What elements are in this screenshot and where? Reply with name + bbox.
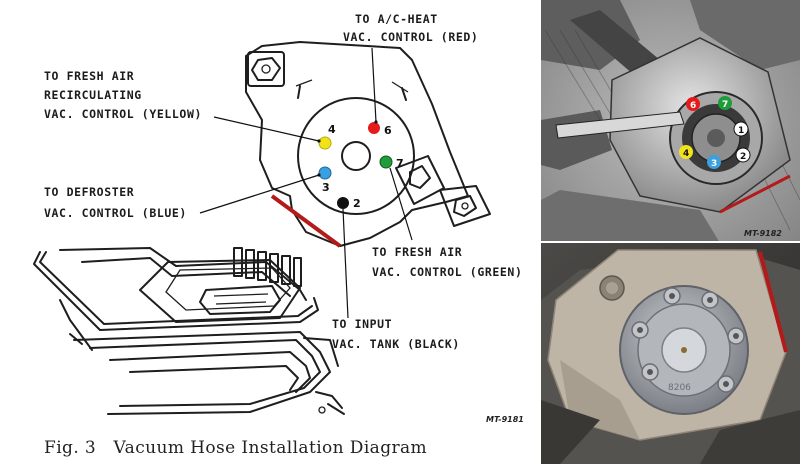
label-fresh-recirc-line1: TO FRESH AIR bbox=[44, 69, 134, 83]
label-defroster-line2: VAC. CONTROL (BLUE) bbox=[44, 206, 187, 220]
photo-figure-code: MT-9182 bbox=[744, 229, 782, 238]
port-number-6: 6 bbox=[384, 124, 392, 137]
label-input-line1: TO INPUT bbox=[332, 317, 392, 331]
red-marker-line bbox=[270, 194, 342, 248]
photo-port-number-6: 6 bbox=[690, 101, 696, 111]
photo-bottom-red-marker bbox=[758, 251, 788, 353]
photo-port-2 bbox=[735, 147, 751, 163]
port-number-7: 7 bbox=[396, 157, 404, 170]
control-assembly-side-view bbox=[33, 247, 345, 415]
label-fresh-recirc-line3: VAC. CONTROL (YELLOW) bbox=[44, 107, 202, 121]
photo-port-number-1: 1 bbox=[738, 126, 744, 136]
photo-port-number-3: 3 bbox=[711, 159, 717, 169]
label-fresh-green-line2: VAC. CONTROL (GREEN) bbox=[372, 265, 522, 279]
port-6-red bbox=[368, 122, 380, 134]
label-defroster-line1: TO DEFROSTER bbox=[44, 185, 134, 199]
photo-port-number-7: 7 bbox=[722, 100, 728, 110]
label-fresh-green-line1: TO FRESH AIR bbox=[372, 245, 462, 259]
diagram-figure-code: MT-9181 bbox=[486, 415, 524, 424]
photo-port-7 bbox=[718, 96, 732, 110]
port-4-yellow bbox=[318, 136, 332, 150]
photo-bottom-stamp: 8206 bbox=[668, 383, 691, 393]
port-number-3: 3 bbox=[322, 181, 330, 194]
photo-bottom-actual: 8206 bbox=[541, 243, 800, 464]
vacuum-diagram: 6 7 4 3 2 TO A/C-HEAT VAC. CONTROL (RED)… bbox=[33, 12, 524, 458]
photo-port-1 bbox=[733, 121, 749, 137]
photo-top-red-marker bbox=[719, 174, 791, 214]
photo-port-4 bbox=[679, 145, 693, 159]
photo-port-number-2: 2 bbox=[740, 152, 746, 162]
port-3-blue bbox=[318, 166, 332, 180]
photo-port-3 bbox=[707, 155, 721, 169]
port-number-4: 4 bbox=[328, 123, 336, 136]
label-ac-heat-line1: TO A/C-HEAT bbox=[355, 12, 438, 26]
label-ac-heat-line2: VAC. CONTROL (RED) bbox=[343, 30, 478, 44]
photo-port-number-4: 4 bbox=[683, 149, 689, 159]
label-fresh-recirc-line2: RECIRCULATING bbox=[44, 88, 142, 102]
photo-port-6 bbox=[686, 97, 700, 111]
label-input-line2: VAC. TANK (BLACK) bbox=[332, 337, 460, 351]
diagram-caption: Fig. 3 Vacuum Hose Installation Diagram bbox=[44, 438, 427, 458]
port-7-green bbox=[379, 155, 393, 169]
port-number-2: 2 bbox=[353, 197, 361, 210]
photo-top-annotated: 6 7 1 4 3 2 MT-9182 bbox=[541, 0, 800, 243]
valve-housing bbox=[245, 41, 491, 247]
port-2-black bbox=[337, 197, 349, 209]
